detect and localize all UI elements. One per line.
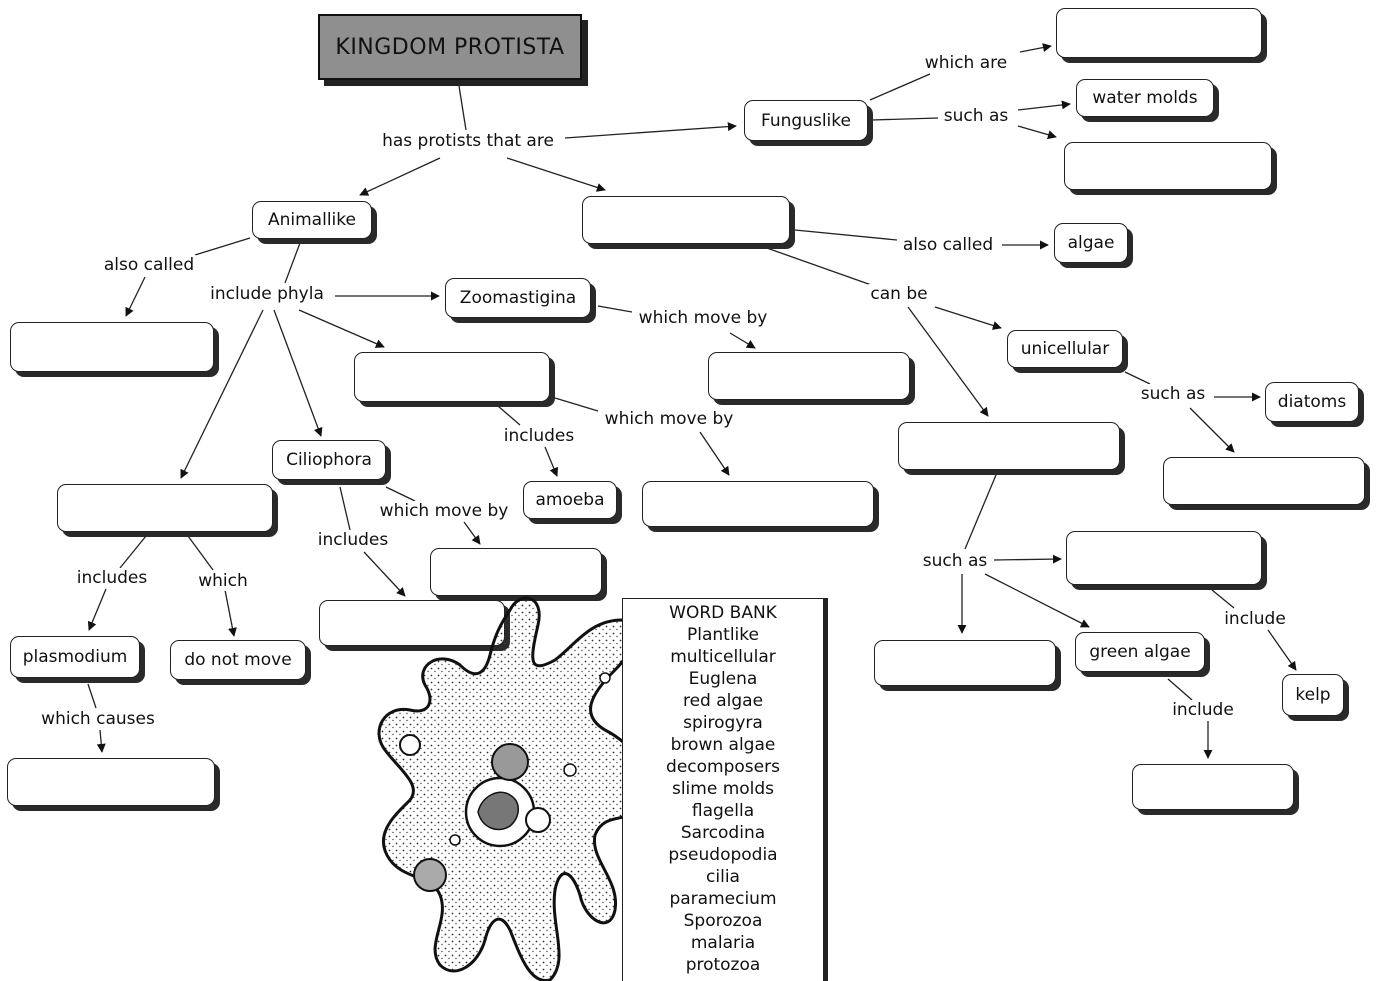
word-bank-item: Sporozoa — [683, 911, 763, 931]
link-label: which — [196, 571, 250, 591]
word-bank: WORD BANK Plantlike multicellular Euglen… — [622, 598, 824, 981]
word-bank-item: cilia — [706, 867, 740, 887]
blank-box[interactable] — [874, 640, 1056, 686]
link-label: which move by — [602, 409, 736, 429]
link-label: which causes — [39, 709, 157, 729]
blank-box[interactable] — [1064, 142, 1272, 190]
word-bank-item: Euglena — [688, 669, 758, 689]
link-label: also called — [900, 235, 996, 255]
word-bank-item: malaria — [690, 933, 756, 953]
word-bank-item: pseudopodia — [668, 845, 778, 865]
blank-box[interactable] — [898, 422, 1120, 470]
link-label: which are — [922, 53, 1010, 73]
word-bank-item: brown algae — [670, 735, 776, 755]
link-label: includes — [74, 568, 150, 588]
word-bank-item: flagella — [691, 801, 755, 821]
node-water-molds: water molds — [1076, 79, 1214, 117]
node-algae: algae — [1054, 223, 1128, 263]
blank-box[interactable] — [319, 600, 505, 646]
link-label: such as — [941, 106, 1011, 126]
node-unicellular: unicellular — [1007, 330, 1123, 368]
link-label: includes — [501, 426, 577, 446]
node-plasmodium: plasmodium — [10, 636, 140, 678]
amoeba-illustration — [377, 596, 651, 981]
word-bank-item: Sarcodina — [680, 823, 766, 843]
word-bank-item: spirogyra — [683, 713, 763, 733]
link-label: include — [1222, 609, 1288, 629]
blank-box[interactable] — [642, 481, 874, 527]
blank-box[interactable] — [57, 484, 273, 532]
word-bank-item: paramecium — [669, 889, 777, 909]
blank-box[interactable] — [1066, 531, 1262, 585]
node-zoomastigina: Zoomastigina — [445, 278, 591, 318]
node-green-algae: green algae — [1075, 632, 1205, 672]
word-bank-item: protozoa — [685, 955, 761, 975]
link-label: include phyla — [208, 284, 326, 304]
link-label: such as — [920, 551, 990, 571]
word-bank-item: multicellular — [670, 647, 776, 667]
link-label: can be — [868, 284, 930, 304]
link-label: such as — [1138, 384, 1208, 404]
blank-box[interactable] — [10, 322, 214, 372]
word-bank-item: slime molds — [671, 779, 775, 799]
link-label: has protists that are — [380, 131, 556, 151]
node-amoeba: amoeba — [523, 481, 617, 519]
node-do-not-move: do not move — [170, 640, 306, 680]
blank-box[interactable] — [708, 352, 910, 400]
word-bank-item: red algae — [682, 691, 764, 711]
word-bank-item: decomposers — [666, 757, 780, 777]
blank-box[interactable] — [430, 548, 602, 596]
blank-box[interactable] — [1163, 457, 1365, 505]
node-kelp: kelp — [1282, 674, 1344, 716]
blank-box[interactable] — [1132, 764, 1294, 810]
node-funguslike: Funguslike — [744, 100, 868, 141]
blank-box[interactable] — [7, 758, 215, 806]
node-diatoms: diatoms — [1265, 382, 1359, 422]
blank-box[interactable] — [354, 352, 550, 402]
blank-box[interactable] — [1056, 8, 1262, 58]
node-ciliophora: Ciliophora — [272, 440, 386, 480]
link-label: which move by — [377, 501, 511, 521]
node-animallike: Animallike — [252, 201, 372, 239]
word-bank-item: Plantlike — [687, 625, 759, 645]
link-label: includes — [315, 530, 391, 550]
link-label: which move by — [636, 308, 770, 328]
link-label: include — [1170, 700, 1236, 720]
word-bank-heading: WORD BANK — [669, 603, 777, 623]
link-label: also called — [101, 255, 197, 275]
page-title: KINGDOM PROTISTA — [318, 14, 582, 80]
blank-box[interactable] — [582, 196, 790, 244]
